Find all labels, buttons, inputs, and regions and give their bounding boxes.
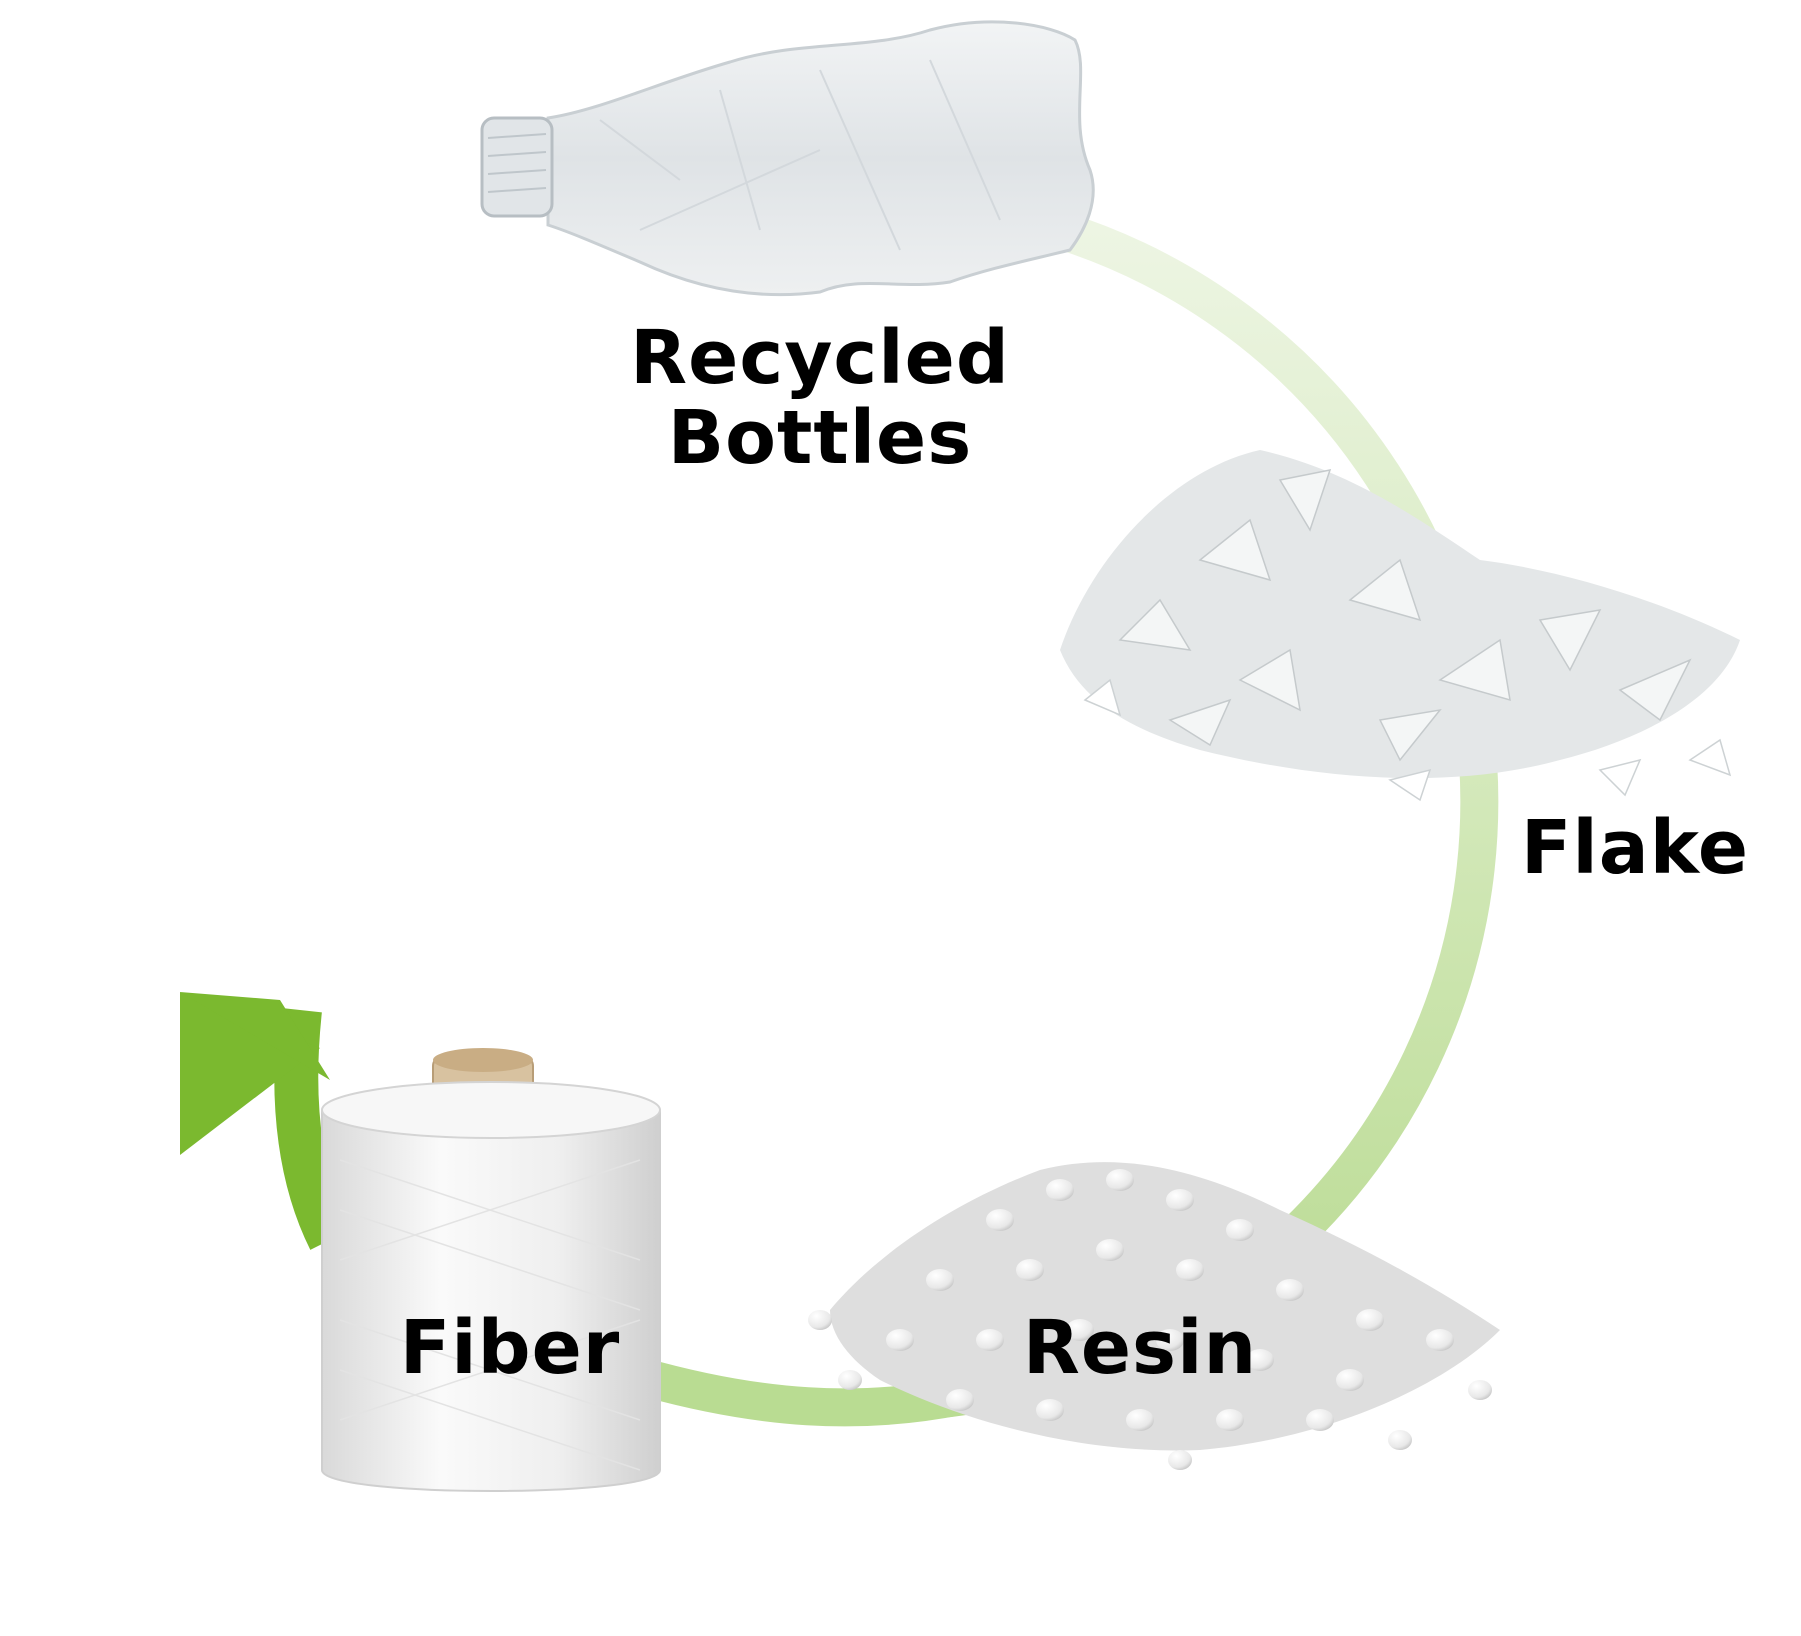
label-resin: Resin xyxy=(1022,1305,1258,1391)
label-recycled-bottles-line2: Bottles xyxy=(667,395,973,481)
plastic-bottle-image xyxy=(480,20,1095,297)
cycle-arc-bottom xyxy=(621,1357,979,1427)
label-recycled-bottles: Recycled Bottles xyxy=(600,318,1040,478)
resin-pellets-image xyxy=(808,1162,1500,1470)
label-fiber: Fiber xyxy=(399,1305,621,1391)
cycle-arrow-icon xyxy=(180,992,350,1250)
label-recycled-bottles-line1: Recycled xyxy=(630,315,1010,401)
fiber-spool-image xyxy=(321,1048,661,1492)
plastic-flake-image xyxy=(1060,450,1740,802)
label-flake: Flake xyxy=(1520,805,1750,891)
